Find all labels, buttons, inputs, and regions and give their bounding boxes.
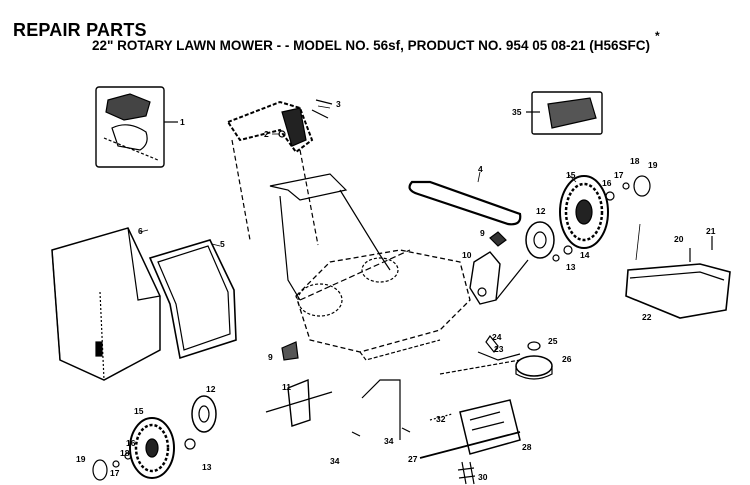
callout-30: 30 <box>478 472 488 482</box>
part-35-inset <box>526 91 603 135</box>
callout-26: 26 <box>562 354 572 364</box>
callout-34-a: 34 <box>384 436 394 446</box>
callout-5: 5 <box>220 239 225 249</box>
callout-24: 24 <box>492 332 502 342</box>
callout-34-b: 34 <box>330 456 340 466</box>
callout-25: 25 <box>548 336 558 346</box>
callout-12-left: 12 <box>206 384 216 394</box>
callout-9-left: 9 <box>268 352 273 362</box>
callout-labels: 1 2 3 4 5 6 9 10 12 13 14 15 16 17 18 19… <box>76 99 716 482</box>
callout-17-left: 17 <box>110 468 120 478</box>
callout-11: 11 <box>282 382 291 392</box>
callout-9-right: 9 <box>480 228 485 238</box>
callout-3: 3 <box>336 99 341 109</box>
callout-2: 2 <box>264 129 269 139</box>
callout-22: 22 <box>642 312 652 322</box>
callout-23: 23 <box>494 344 504 354</box>
callout-4: 4 <box>478 164 483 174</box>
part-10-height-adjuster <box>469 231 529 305</box>
callout-27: 27 <box>408 454 418 464</box>
callout-35: 35 <box>512 107 522 117</box>
transmission-assembly <box>351 379 521 485</box>
callout-14: 14 <box>580 250 590 260</box>
callout-32: 32 <box>436 414 446 424</box>
callout-1: 1 <box>180 117 185 127</box>
callout-18-right: 18 <box>630 156 640 166</box>
part-1-handle-control-inset <box>95 86 178 168</box>
callout-10: 10 <box>462 250 472 260</box>
callout-16-right: 16 <box>602 178 612 188</box>
upper-handle <box>226 99 333 246</box>
lower-handle <box>269 173 411 301</box>
callout-16-left: 16 <box>126 438 136 448</box>
callout-20: 20 <box>674 234 684 244</box>
blade-and-drive-parts <box>439 334 553 380</box>
right-wheel-assembly <box>525 175 651 262</box>
callout-17-right: 17 <box>614 170 624 180</box>
mower-deck <box>295 249 471 361</box>
left-wheel-assembly <box>92 341 333 481</box>
callout-12-right: 12 <box>536 206 546 216</box>
asterisk-mark: * <box>655 29 660 43</box>
callout-28: 28 <box>522 442 532 452</box>
callout-6: 6 <box>138 226 143 236</box>
part-5-bag-frame <box>148 239 237 360</box>
page-subtitle: 22" ROTARY LAWN MOWER - - MODEL NO. 56sf… <box>92 38 651 53</box>
callout-15-left: 15 <box>134 406 144 416</box>
callout-13-right: 13 <box>566 262 576 272</box>
callout-19-right: 19 <box>648 160 658 170</box>
callout-19-left: 19 <box>76 454 86 464</box>
leader-lines <box>139 105 641 261</box>
callout-21: 21 <box>706 226 716 236</box>
part-6-grass-bag <box>51 227 161 381</box>
callout-13-left: 13 <box>202 462 212 472</box>
callout-18-left: 18 <box>120 448 130 458</box>
page-title: REPAIR PARTS <box>13 20 147 40</box>
part-4-belt <box>408 180 522 226</box>
callout-15-right: 15 <box>566 170 576 180</box>
part-22-rear-deflector <box>625 236 731 319</box>
